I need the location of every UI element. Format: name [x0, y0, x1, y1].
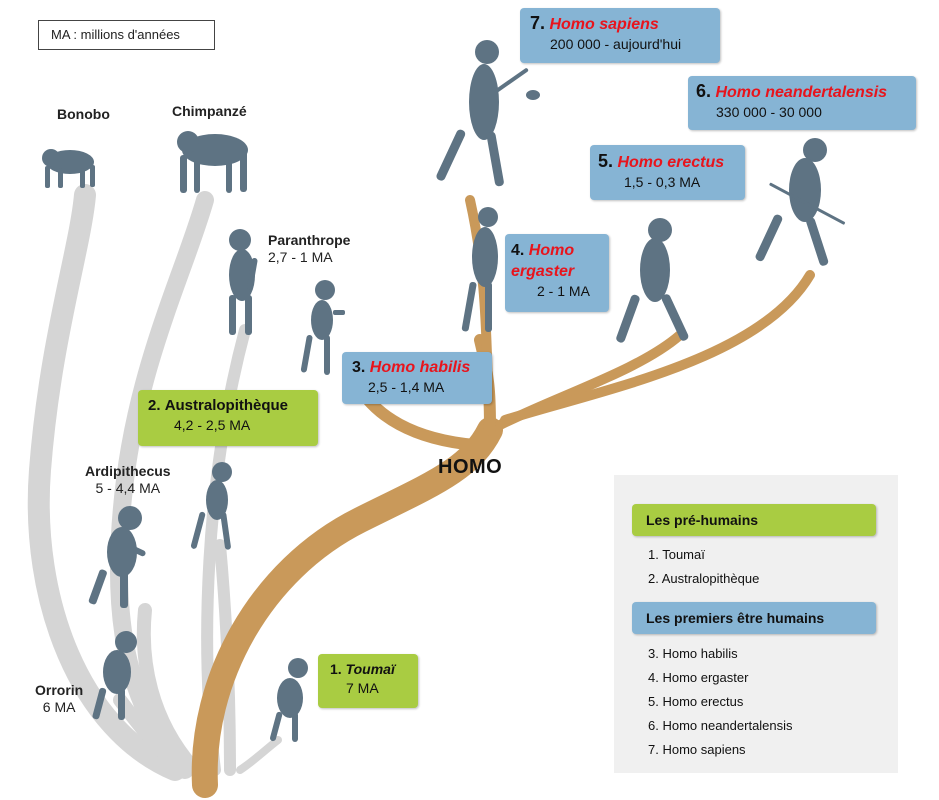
homo-habilis-dates: 2,5 - 1,4 MA	[368, 379, 445, 395]
paranthrope-silhouette	[229, 229, 258, 335]
homo-neandertalensis-dates: 330 000 - 30 000	[716, 104, 822, 120]
homo-ergaster-name-line2: ergaster	[511, 263, 575, 280]
box-homo-neandertalensis: 6. Homo neandertalensis 330 000 - 30 000	[688, 76, 916, 130]
legend-item-homo-ergaster: 4. Homo ergaster	[648, 670, 749, 685]
toumai-name: Toumaï	[345, 661, 395, 677]
legend-first-humans-header: Les premiers être humains	[632, 602, 876, 634]
homo-ergaster-name-line1: Homo	[528, 242, 575, 259]
ma-note-text: MA : millions d'années	[51, 27, 180, 42]
legend-item-toumai: 1. Toumaï	[648, 547, 705, 562]
ardipithecus-silhouette	[88, 506, 146, 608]
branch-homo-trunk	[191, 417, 503, 798]
branch-bonobo	[27, 184, 186, 781]
orrorin-dates: 6 MA	[42, 699, 76, 715]
legend-pre-humans-header: Les pré-humains	[632, 504, 876, 536]
homo-erectus-name: Homo erectus	[617, 154, 725, 171]
homo-ergaster-silhouette	[461, 207, 498, 332]
branch-ardipithecus	[136, 603, 202, 777]
box-homo-habilis: 3. Homo habilis 2,5 - 1,4 MA	[342, 352, 492, 404]
legend-item-homo-neandertalensis: 6. Homo neandertalensis	[648, 718, 793, 733]
australopithecus-silhouette	[190, 462, 232, 550]
box-homo-ergaster: 4. Homo ergaster 2 - 1 MA	[505, 234, 609, 312]
legend-panel: Les pré-humains 1. Toumaï 2. Australopit…	[614, 475, 898, 773]
label-paranthrope: Paranthrope 2,7 - 1 MA	[268, 232, 351, 265]
legend-item-homo-habilis: 3. Homo habilis	[648, 646, 738, 661]
toumai-dates: 7 MA	[346, 680, 379, 696]
legend-item-homo-erectus: 5. Homo erectus	[648, 694, 744, 709]
homo-habilis-name: Homo habilis	[369, 359, 471, 376]
ma-note: MA : millions d'années	[38, 20, 215, 50]
box-homo-erectus: 5. Homo erectus 1,5 - 0,3 MA	[590, 145, 745, 200]
branch-toumai	[236, 736, 282, 774]
silhouettes	[42, 40, 846, 742]
orrorin-silhouette	[92, 631, 137, 720]
ardipithecus-dates: 5 - 4,4 MA	[95, 480, 161, 496]
legend-item-australopithecus: 2. Australopithèque	[648, 571, 760, 586]
homo-trunk-label: HOMO	[438, 456, 503, 478]
homo-neandertalensis-name: Homo neandertalensis	[715, 84, 888, 101]
australopithecus-name: Australopithèque	[164, 397, 289, 414]
paranthrope-dates: 2,7 - 1 MA	[268, 249, 333, 265]
branch-chimpanzee	[109, 191, 214, 779]
homo-habilis-silhouette	[300, 280, 345, 375]
toumai-silhouette	[270, 658, 308, 742]
homo-erectus-silhouette	[616, 218, 689, 343]
homo-erectus-dates: 1,5 - 0,3 MA	[624, 174, 701, 190]
box-homo-sapiens: 7. Homo sapiens 200 000 - aujourd'hui	[520, 8, 720, 63]
box-toumai: 1. Toumaï 7 MA	[318, 654, 418, 708]
box-australopithecus: 2. Australopithèque 4,2 - 2,5 MA	[138, 390, 318, 446]
label-orrorin: Orrorin 6 MA	[35, 682, 84, 715]
homo-sapiens-dates: 200 000 - aujourd'hui	[550, 36, 682, 52]
chimpanzee-silhouette	[177, 131, 248, 193]
homo-sapiens-silhouette	[436, 40, 540, 187]
branch-homo-neandertalensis	[500, 270, 815, 425]
bonobo-silhouette	[42, 149, 95, 188]
label-ardipithecus: Ardipithecus 5 - 4,4 MA	[85, 463, 171, 496]
label-bonobo: Bonobo	[57, 106, 110, 122]
label-chimpanzee: Chimpanzé	[172, 103, 247, 119]
homo-ergaster-dates: 2 - 1 MA	[537, 283, 590, 299]
homo-sapiens-name: Homo sapiens	[549, 16, 659, 33]
homo-neandertalensis-silhouette	[755, 138, 846, 266]
legend-item-homo-sapiens: 7. Homo sapiens	[648, 742, 746, 757]
australopithecus-dates: 4,2 - 2,5 MA	[174, 417, 251, 433]
